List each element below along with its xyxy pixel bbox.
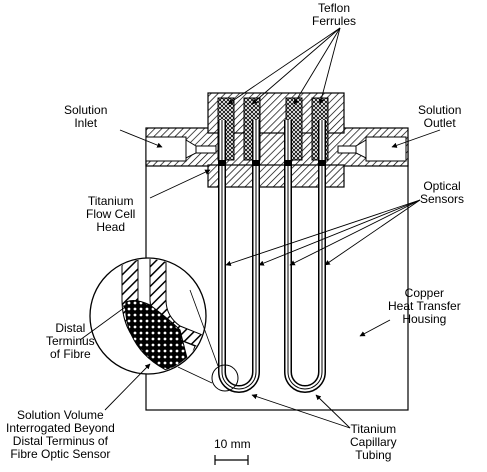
label-titanium-flow-cell-head: Titanium Flow Cell Head [86,194,136,234]
label-teflon-ferrules: Teflon Ferrules [312,1,357,28]
label-copper-housing: Copper Heat Transfer Housing [388,286,461,326]
label-distal-terminus: Distal Terminus of Fibre [46,321,95,361]
optical-sensor-tips [219,160,325,166]
capillary-tubing [218,120,326,393]
label-solution-inlet: Solution Inlet [64,103,108,130]
label-scale-bar: 10 mm [214,437,251,451]
label-solution-volume: Solution Volume Interrogated Beyond Dist… [6,408,115,461]
label-titanium-capillary: Titanium Capillary Tubing [350,422,397,462]
magnified-view [89,257,239,392]
scale-bar [214,455,249,465]
label-solution-outlet: Solution Outlet [418,103,462,130]
label-optical-sensors: Optical Sensors [420,179,465,206]
leader-lines [79,27,441,429]
